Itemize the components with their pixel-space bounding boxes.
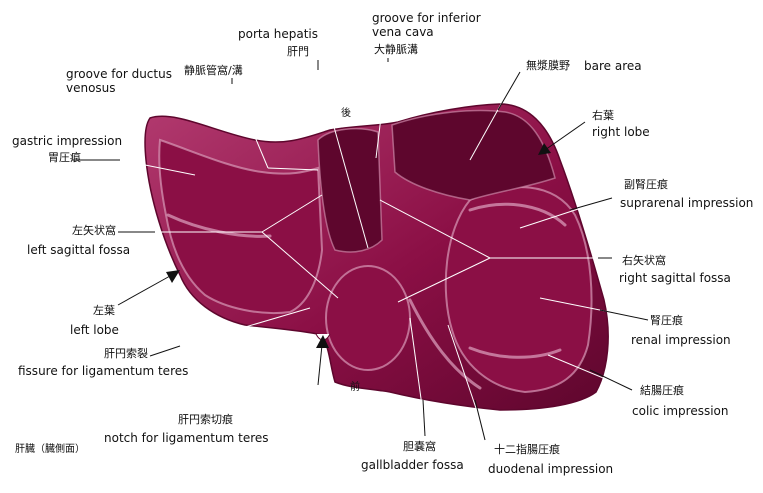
label-groove-ivc-jp: 大静脈溝 bbox=[374, 43, 418, 56]
leader-duodenal-out bbox=[474, 399, 486, 441]
leader-colic-out bbox=[589, 369, 633, 391]
right-lobe-region bbox=[444, 186, 593, 394]
bare-area-region bbox=[391, 109, 556, 201]
label-porta-hepatis-jp: 肝門 bbox=[287, 45, 309, 58]
label-gallbladder-jp: 胆嚢窩 bbox=[403, 440, 436, 453]
caudate-lobe bbox=[317, 127, 383, 253]
caption: 肝臓（臓側面） bbox=[15, 444, 85, 455]
leader-ductus bbox=[231, 81, 269, 169]
label-gastric-en: gastric impression bbox=[12, 134, 123, 148]
label-groove-ductus-en2: venosus bbox=[66, 81, 116, 95]
leader-lines bbox=[119, 59, 641, 436]
label-duodenal-jp: 十二指腸圧痕 bbox=[494, 443, 560, 456]
leader-porta bbox=[317, 69, 369, 249]
arrow-left-lobe bbox=[117, 270, 180, 306]
leader-suprarenal-out bbox=[569, 197, 613, 211]
arrow-notch bbox=[316, 335, 329, 386]
label-renal-en: renal impression bbox=[631, 333, 731, 347]
outer-leaders bbox=[72, 58, 649, 441]
label-bare-area-jp: 無漿膜野 bbox=[526, 59, 570, 72]
leader-gastric bbox=[119, 159, 196, 176]
label-groove-ductus-en1: groove for ductus bbox=[66, 67, 172, 81]
left-lobe-region bbox=[158, 138, 324, 315]
leader-colic bbox=[547, 354, 633, 391]
label-suprarenal-en: suprarenal impression bbox=[620, 196, 754, 210]
label-notch-teres-jp: 肝円索切痕 bbox=[178, 413, 233, 426]
leader-lsf-a bbox=[261, 194, 323, 233]
leader-ductus-b bbox=[267, 167, 319, 171]
leader-fissure-out bbox=[149, 345, 181, 357]
leader-renal-out bbox=[599, 309, 649, 321]
label-bare-area-en: bare area bbox=[584, 59, 642, 73]
label-renal-jp: 腎圧痕 bbox=[650, 314, 683, 327]
label-fissure-teres-jp: 肝円索裂 bbox=[104, 347, 148, 360]
label-right-lobe-jp: 右葉 bbox=[592, 109, 614, 122]
leader-ivc bbox=[375, 59, 389, 159]
anterior-marker: 前 bbox=[350, 382, 360, 393]
gallbladder-ridge bbox=[408, 298, 482, 390]
label-groove-ivc-en1: groove for inferior bbox=[372, 11, 481, 25]
label-gastric-jp: 胃圧痕 bbox=[48, 151, 81, 164]
label-right-lobe-en: right lobe bbox=[592, 125, 650, 139]
label-fissure-teres-en: fissure for ligamentum teres bbox=[18, 364, 189, 378]
label-duodenal-en: duodenal impression bbox=[488, 462, 614, 476]
leader-suprarenal bbox=[519, 197, 613, 229]
label-gallbladder-en: gallbladder fossa bbox=[361, 458, 464, 472]
arrow-right-lobe bbox=[538, 121, 586, 155]
leader-gallbladder-out bbox=[422, 399, 426, 437]
label-groove-ivc-en2: vena cava bbox=[372, 25, 434, 39]
leader-rsf-a bbox=[379, 199, 491, 259]
leader-gallbladder bbox=[409, 317, 426, 429]
label-left-lobe-jp: 左葉 bbox=[93, 304, 115, 317]
label-left-sagittal-jp: 左矢状窩 bbox=[72, 224, 116, 237]
quadrate-lobe bbox=[325, 265, 411, 371]
label-suprarenal-jp: 副腎圧痕 bbox=[624, 178, 668, 191]
leader-rsf-b bbox=[397, 257, 491, 303]
posterior-marker: 後 bbox=[341, 108, 351, 119]
label-notch-teres-en: notch for ligamentum teres bbox=[104, 431, 269, 445]
leader-bare bbox=[469, 69, 521, 161]
label-right-sagittal-jp: 右矢状窩 bbox=[622, 254, 666, 267]
label-left-lobe-en: left lobe bbox=[70, 323, 119, 337]
label-groove-ductus-jp: 静脈管窩/溝 bbox=[184, 64, 243, 77]
colic-ridge bbox=[468, 346, 562, 359]
leader-fissure bbox=[159, 307, 311, 353]
label-right-sagittal-en: right sagittal fossa bbox=[619, 271, 731, 285]
leader-lsf-b bbox=[261, 231, 339, 299]
label-colic-en: colic impression bbox=[632, 404, 729, 418]
label-porta-hepatis-en: porta hepatis bbox=[238, 27, 319, 41]
renal-ridge bbox=[468, 202, 567, 227]
label-left-sagittal-en: left sagittal fossa bbox=[27, 243, 131, 257]
label-colic-jp: 結腸圧痕 bbox=[640, 384, 684, 397]
leader-bare-out bbox=[497, 71, 521, 111]
